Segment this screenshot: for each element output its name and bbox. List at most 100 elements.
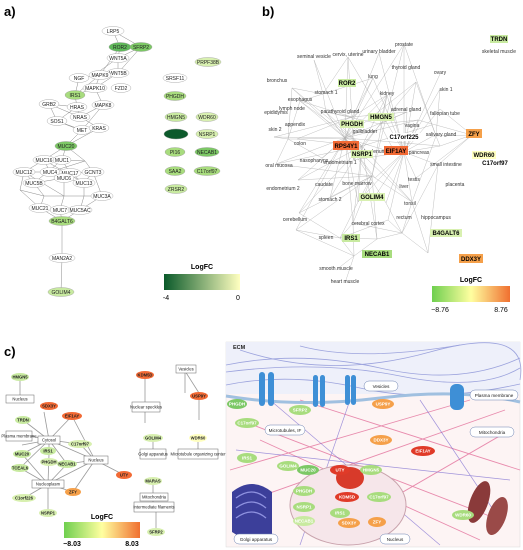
- compartment-mitochondria: Mitochondria: [139, 492, 169, 502]
- node-muc7: MUC7: [49, 205, 71, 215]
- cell-label-golgi-apparatus: Golgi apparatus: [233, 533, 279, 545]
- svg-text:SFRP2: SFRP2: [133, 45, 149, 51]
- svg-text:MUC3A: MUC3A: [93, 194, 111, 200]
- cell-gene-c17orf97-2: C17orf97: [367, 492, 391, 502]
- cell-gene-sfrp2: SFRP2: [289, 405, 311, 415]
- node-ngf: NGF: [68, 73, 90, 83]
- compartment-nucleus: Nucleus: [5, 394, 35, 404]
- cell-gene-wdr60: WDR60: [452, 510, 474, 520]
- svg-text:SRSF11: SRSF11: [166, 76, 185, 82]
- node-phgdh: PHGDH: [163, 91, 187, 101]
- svg-text:Microtubule organizing center: Microtubule organizing center: [171, 452, 227, 457]
- cell-label-mitochondria: Mitochondria: [469, 426, 515, 438]
- svg-text:RPS4Y1: RPS4Y1: [334, 144, 358, 150]
- svg-text:LRP5: LRP5: [107, 29, 120, 35]
- svg-text:PI16: PI16: [170, 150, 181, 156]
- c-gene-eif1ay: EIF1AY: [62, 412, 82, 420]
- tissue-bone-marrow: bone marrow: [342, 181, 372, 187]
- panel-c-cell-illustration: PHGDH SFRP2 C17orf97 IRS1 USP9Y GOLIM4 D…: [225, 341, 522, 548]
- legend-a-title: LogFC: [191, 264, 213, 271]
- legend-b-max: 8.76: [494, 307, 508, 314]
- svg-text:HMGN5: HMGN5: [363, 468, 380, 473]
- node-kras: KRAS: [88, 123, 110, 133]
- golgi-shape: [232, 484, 272, 542]
- tissue-bronchus: bronchus: [267, 78, 288, 84]
- tissue-skeletal-muscle: skeletal muscle: [482, 49, 516, 55]
- legend-c-min: −8.03: [63, 541, 81, 548]
- cell-gene-eif1ay: EIF1AY: [411, 446, 435, 456]
- tissue-pancreas: pancreas: [409, 150, 430, 156]
- cell-gene-hmgn5: HMGN5: [360, 465, 382, 475]
- svg-text:ZFY: ZFY: [468, 132, 479, 138]
- svg-text:TRDN: TRDN: [491, 37, 508, 43]
- node-muc3a: MUC3A: [90, 191, 114, 201]
- tissue-nasopharynx: nasopharynx: [300, 158, 329, 164]
- tissue-prostate: prostate: [395, 42, 413, 48]
- svg-text:KDM5D: KDM5D: [138, 373, 153, 378]
- node-muc6: MUC6: [53, 173, 75, 183]
- gene-ddx3y: DDX3Y: [459, 254, 483, 263]
- svg-text:MUC20: MUC20: [58, 144, 75, 150]
- tissue-skin-1: skin 1: [439, 87, 452, 93]
- svg-text:WNT5A: WNT5A: [109, 56, 127, 62]
- svg-text:MUC20: MUC20: [300, 468, 316, 473]
- svg-text:WDR60: WDR60: [455, 513, 471, 518]
- svg-text:PHGDH: PHGDH: [296, 489, 312, 494]
- gene-ror2: ROR2: [338, 79, 356, 87]
- svg-text:GOLIM4: GOLIM4: [279, 464, 297, 469]
- tissue-gallbladder: gallbladder: [353, 129, 378, 135]
- c-gene-zfy: ZFY: [65, 488, 81, 496]
- tissue-appendix: appendix: [285, 122, 306, 128]
- node-lrp5: LRP5: [101, 26, 125, 36]
- tissue-smooth-muscle: smooth muscle: [319, 266, 353, 272]
- tissue-ovary: ovary: [434, 70, 447, 76]
- gene-eif1ay: EIF1AY: [384, 146, 408, 155]
- gene-trdn: TRDN: [490, 35, 508, 43]
- tissue-fallopian-tube: fallopian tube: [430, 111, 460, 117]
- c-gene-c1orf226: C1orf226: [12, 494, 36, 502]
- node-pi16: PI16: [164, 147, 186, 157]
- c-gene-irs1: IRS1: [40, 447, 56, 455]
- tissue-adrenal-gland: adrenal gland: [391, 107, 422, 113]
- tissue-small-intestine: small intestine: [430, 162, 462, 168]
- svg-text:MUC5B: MUC5B: [25, 181, 43, 187]
- svg-text:NECAB1: NECAB1: [295, 519, 314, 524]
- tissue-tonsil: tonsil: [404, 201, 416, 207]
- node-b4galt6: B4GALT6: [48, 216, 76, 226]
- node-muc12: MUC12: [12, 167, 36, 177]
- node-sfrp2: SFRP2: [129, 42, 153, 52]
- node-sos1: SOS1: [46, 116, 68, 126]
- svg-text:ZFY: ZFY: [373, 520, 382, 525]
- node-gcnt3: GCNT3: [81, 167, 105, 177]
- legend-c-max: 8.03: [125, 541, 139, 548]
- svg-text:GOLIM4: GOLIM4: [360, 195, 384, 201]
- node-c17orf97: C17orf97: [193, 166, 221, 176]
- cell-gene-muc20: MUC20: [297, 465, 319, 475]
- tissue-heart-muscle: heart muscle: [331, 279, 360, 285]
- node-hmgn5: HMGN5: [164, 112, 188, 122]
- tissue-lymph-node: lymph node: [279, 106, 305, 112]
- cell-gene-c17orf97: C17orf97: [235, 418, 259, 428]
- tissue-lung: lung: [368, 74, 378, 80]
- c-gene-hmgn5: HMGN5: [11, 373, 29, 381]
- panel-b-network: prostate cervix, uterine seminal vesicle…: [264, 35, 516, 314]
- cell-gene-sdx3y: SDX3Y: [338, 518, 360, 528]
- svg-text:HMGN5: HMGN5: [370, 115, 392, 121]
- svg-text:MAN2A2: MAN2A2: [52, 256, 72, 262]
- c-gene-tceal6: TCEAL6: [11, 464, 29, 472]
- tissue-vagina: vagina: [405, 123, 420, 129]
- node-muc20: MUC20: [54, 141, 78, 151]
- svg-text:MUC20: MUC20: [15, 452, 30, 457]
- cell-gene-phgdh-2: PHGDH: [293, 486, 315, 496]
- svg-text:EIF1AY: EIF1AY: [386, 149, 406, 155]
- svg-text:PRPF38B: PRPF38B: [197, 60, 220, 66]
- c-gene-sfrp2: SFRP2: [147, 528, 165, 536]
- svg-text:B4GALT6: B4GALT6: [51, 219, 73, 225]
- gene-zfy: ZFY: [466, 129, 482, 138]
- svg-text:C17orf97: C17orf97: [369, 495, 389, 500]
- svg-text:TCEAL6: TCEAL6: [12, 466, 29, 471]
- panel-label-c: c): [4, 344, 16, 359]
- node-srsf11: SRSF11: [162, 73, 188, 83]
- cell-gene-kdm5d: KDM5D: [335, 492, 359, 502]
